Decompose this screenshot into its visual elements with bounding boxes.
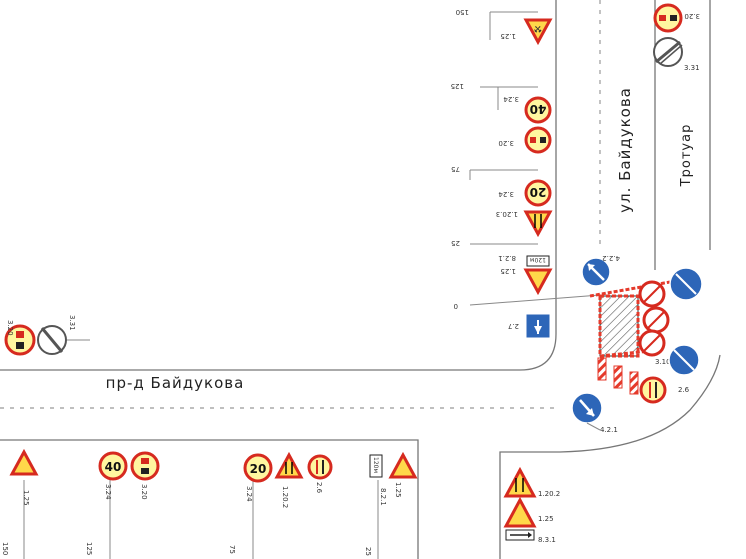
bottom-label-1-25b: 1.25: [394, 482, 402, 498]
street-name-vertical: ул. Байдукова: [616, 87, 634, 213]
bottom-label-1-25: 1.25: [22, 490, 30, 506]
top-dist-0: 0: [454, 302, 458, 310]
top-label-4-2-2: 4.2.2: [602, 254, 620, 262]
left-side-signs: 3.20 3.31: [4, 315, 90, 356]
top-dist-75: 75: [451, 165, 460, 173]
road-narrowing-sign-top: [523, 210, 553, 238]
bottom-dist-25: 25: [364, 547, 372, 556]
worksite-label-4-2-1: 4.2.1: [600, 426, 618, 434]
no-overtaking-sign-top: [524, 126, 552, 154]
distance-plate-top: [526, 255, 550, 267]
sidewalk-label: Тротуар: [679, 124, 694, 188]
top-right-label-3-20: 3.20: [684, 12, 700, 20]
top-label-1-25: 1.25: [500, 32, 516, 40]
bottom-speed-20: 20: [250, 462, 267, 476]
top-label-8-2-1: 8.2.1: [498, 254, 516, 262]
speed-limit-40-top: [524, 96, 552, 124]
top-right-signs: 3.20 3.31: [653, 3, 700, 72]
worksite-label-3-10: 3.10: [655, 358, 671, 366]
road-works-sign-1-25-top: ⚒: [523, 18, 553, 46]
worksite: 3.10 2.6 4.2.1: [571, 267, 703, 434]
top-right-label-3-31: 3.31: [684, 64, 700, 72]
bottom-dist-75: 75: [228, 545, 236, 554]
top-speed-40: 40: [530, 102, 547, 116]
svg-text:⚒: ⚒: [534, 23, 542, 33]
bottom-speed-40: 40: [105, 460, 122, 474]
bottom-column: 1.25 150 40 3.24 3.20 125 20 3.24 1.20.2…: [1, 448, 418, 559]
bottom-label-2-6: 2.6: [315, 482, 323, 494]
top-dist-25: 25: [451, 239, 460, 247]
road-works-sign-1-25-top-2: [523, 268, 553, 296]
worksite-label-2-6: 2.6: [678, 386, 690, 394]
top-column: 150 125 75 25 0 ⚒ 1.25 40 3.24 3.20 20 3…: [451, 8, 620, 339]
bottom-label-1-20-2: 1.20.2: [281, 486, 289, 508]
top-plate-120: 120м: [530, 256, 546, 263]
speed-limit-20-top: [524, 179, 552, 207]
bottom-dist-125: 125: [85, 542, 93, 555]
top-dist-150: 150: [456, 8, 469, 16]
top-label-1-20-3: 1.20.3: [496, 210, 518, 218]
no-pedestrians-signs: [638, 280, 670, 357]
bottom-right-signs: 1.20.2 1.25 8.3.1: [503, 466, 560, 544]
bottom-right-label-1-20-2: 1.20.2: [538, 490, 560, 498]
left-label-3-20: 3.20: [6, 320, 14, 336]
top-label-1-25b: 1.25: [500, 267, 516, 275]
bottom-label-3-20: 3.20: [140, 484, 148, 500]
left-label-3-31: 3.31: [68, 315, 76, 331]
bottom-label-8-2-1: 8.2.1: [379, 488, 387, 506]
street-name-horizontal: пр-д Байдукова: [106, 374, 245, 392]
bottom-right-label-1-25: 1.25: [538, 515, 554, 523]
top-dist-125: 125: [451, 82, 464, 90]
bottom-dist-150: 150: [1, 542, 9, 555]
bottom-right-label-8-3-1: 8.3.1: [538, 536, 556, 544]
top-label-3-24: 3.24: [503, 95, 519, 103]
top-label-3-24b: 3.24: [498, 190, 514, 198]
top-label-2-7: 2.7: [508, 322, 519, 330]
bottom-plate-120: 120м: [372, 457, 379, 473]
top-speed-20: 20: [530, 185, 547, 199]
bottom-label-3-24b: 3.24: [245, 486, 253, 502]
bottom-label-3-24: 3.24: [104, 484, 112, 500]
top-label-3-20: 3.20: [498, 139, 514, 147]
center-lines: [0, 0, 601, 409]
